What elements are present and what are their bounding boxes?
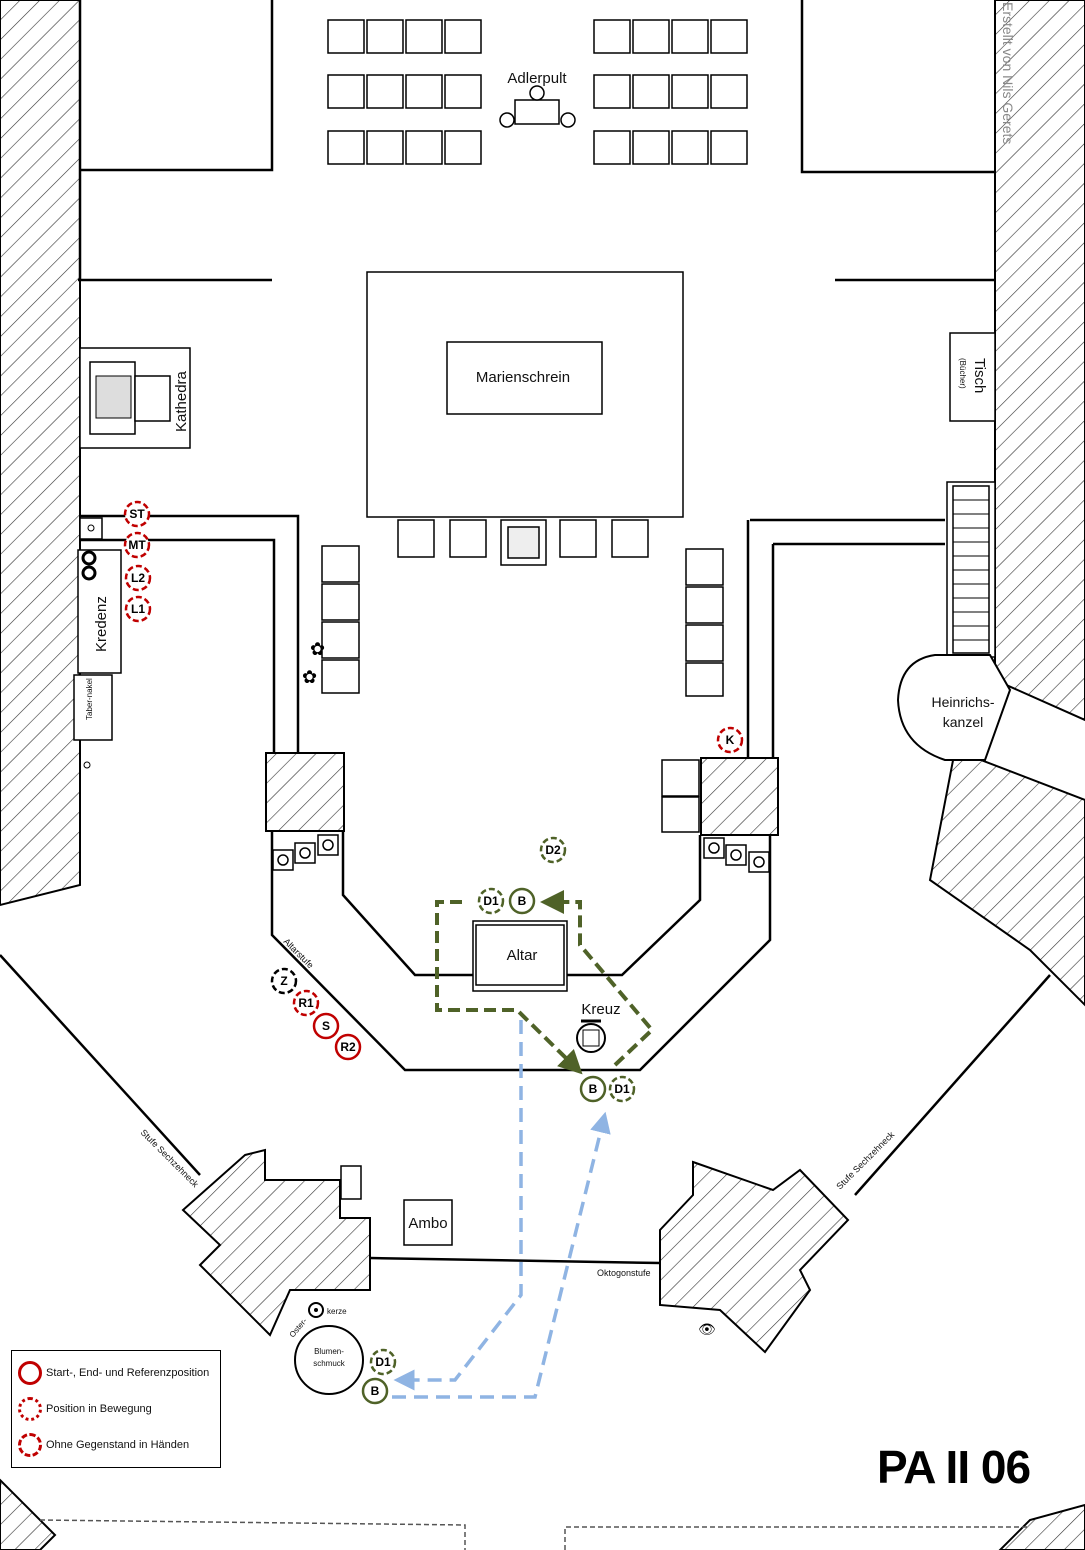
osterkerze-label-2: kerze: [327, 1307, 347, 1316]
adlerpult-label: Adlerpult: [507, 70, 567, 87]
legend-item-dotted: Position in Bewegung: [18, 1397, 152, 1421]
ambo-label: Ambo: [408, 1215, 447, 1232]
svg-text:B: B: [589, 1082, 598, 1096]
pillar-right: [928, 748, 1085, 1007]
marker-d1-mid: D1: [608, 1075, 636, 1103]
legend-label: Start-, End- und Referenzposition: [46, 1367, 210, 1379]
altarstufe-label: Altarstufe: [282, 936, 316, 970]
kredenz: Kredenz Taber-nakel: [73, 517, 122, 769]
marker-st: ST: [123, 500, 151, 528]
green-path: [435, 890, 655, 1075]
page-title: PA II 06: [877, 1441, 1031, 1493]
marienschrein-label: Marienschrein: [476, 369, 570, 386]
altar-label: Altar: [507, 947, 538, 964]
tisch: Tisch (Bücher): [949, 332, 996, 422]
wall-right: [994, 0, 1085, 722]
wall-left: [0, 0, 81, 907]
altar: Altar: [472, 920, 568, 992]
marker-r2: R2: [334, 1033, 362, 1061]
flower-icon: ✿: [302, 667, 317, 687]
tisch-sub-label: (Bücher): [958, 358, 967, 389]
dashed-circle-icon: [18, 1433, 42, 1457]
svg-text:K: K: [726, 733, 735, 747]
marker-k: K: [716, 726, 744, 754]
legend-label: Position in Bewegung: [46, 1403, 152, 1415]
legend-item-solid: Start-, End- und Referenzposition: [18, 1361, 209, 1385]
blue-path: [392, 1020, 611, 1399]
blumenschmuck-label-1: Blumen-: [314, 1347, 344, 1356]
svg-text:Z: Z: [280, 974, 287, 988]
tabernakel-label: Taber-nakel: [85, 678, 94, 720]
blumenschmuck-label-2: schmuck: [313, 1359, 346, 1368]
legend-label: Ohne Gegenstand in Händen: [46, 1439, 190, 1451]
svg-text:D2: D2: [545, 843, 561, 857]
legend-item-dashed: Ohne Gegenstand in Händen: [18, 1433, 189, 1457]
candles: [272, 834, 770, 873]
marker-l2: L2: [124, 564, 152, 592]
heinrichskanzel: Heinrichs- kanzel: [896, 654, 1012, 761]
pillar: [265, 752, 345, 832]
solid-circle-icon: [18, 1361, 42, 1385]
svg-text:B: B: [371, 1384, 380, 1398]
stufe-left-label: Stufe Sechzehneck: [139, 1127, 201, 1189]
pillar: [700, 757, 779, 836]
marker-d1-top: D1: [477, 887, 505, 915]
svg-text:D1: D1: [483, 894, 499, 908]
dotted-circle-icon: [18, 1397, 42, 1421]
choir-seats: [321, 519, 724, 833]
svg-text:L2: L2: [131, 571, 145, 585]
svg-text:MT: MT: [128, 538, 146, 552]
svg-text:B: B: [518, 894, 527, 908]
pews: [327, 19, 748, 165]
marker-mt: MT: [123, 531, 151, 559]
marker-b-top: B: [508, 887, 536, 915]
oktogonstufe-label: Oktogonstufe: [597, 1268, 651, 1278]
tisch-label: Tisch: [971, 358, 988, 393]
kredenz-label: Kredenz: [93, 596, 110, 652]
ambo: [403, 1199, 453, 1246]
adlerpult: Adlerpult: [499, 70, 576, 128]
marker-s: S: [312, 1012, 340, 1040]
marker-l1: L1: [124, 595, 152, 623]
marker-r1: R1: [292, 989, 320, 1017]
eye-icon: 👁: [698, 1321, 716, 1337]
svg-text:R2: R2: [340, 1040, 356, 1054]
kreuz: Kreuz: [576, 1001, 621, 1053]
flower-icon: ✿: [310, 639, 325, 659]
marker-z: Z: [270, 967, 298, 995]
svg-text:D1: D1: [614, 1082, 630, 1096]
svg-text:R1: R1: [298, 996, 314, 1010]
kreuz-label: Kreuz: [581, 1001, 620, 1018]
svg-text:L1: L1: [131, 602, 145, 616]
kathedra: Kathedra: [79, 347, 191, 449]
marker-d2: D2: [539, 836, 567, 864]
kanzel-label-1: Heinrichs-: [931, 694, 994, 710]
stairs: [946, 481, 996, 658]
wall-right-bottom: [998, 1503, 1085, 1550]
legend: Start-, End- und Referenzposition Positi…: [11, 1350, 221, 1468]
wall-left-bottom: [0, 1478, 57, 1550]
kanzel-label-2: kanzel: [943, 714, 983, 730]
svg-text:ST: ST: [129, 507, 145, 521]
marker-b-bottom: B: [361, 1377, 389, 1405]
pillar-cross-left: [181, 1148, 371, 1337]
marker-b-mid: B: [579, 1075, 607, 1103]
kathedra-label: Kathedra: [173, 370, 190, 432]
blumenschmuck: [294, 1325, 364, 1395]
svg-text:D1: D1: [375, 1355, 391, 1369]
pillar-cross-right: [659, 1160, 850, 1354]
marker-d1-bottom: D1: [369, 1348, 397, 1376]
svg-text:S: S: [322, 1019, 330, 1033]
credit-text: Erstellt von Nils Gerets: [1000, 2, 1016, 145]
